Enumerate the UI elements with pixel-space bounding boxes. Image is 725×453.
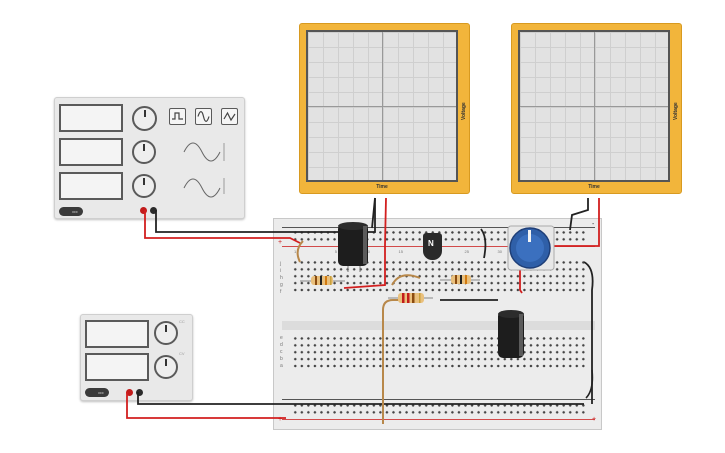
current-display xyxy=(85,353,149,381)
bottom-rail-holes xyxy=(292,402,587,416)
offset-knob[interactable] xyxy=(132,174,156,198)
oscilloscope-left[interactable]: Time Voltage xyxy=(299,23,470,194)
resistor-left xyxy=(300,276,345,285)
scope-right-black-probe xyxy=(569,198,589,231)
resistor-center xyxy=(388,293,433,303)
black-jumper-right xyxy=(480,228,487,259)
sine-wave-icon xyxy=(197,111,210,122)
row-i: i xyxy=(280,268,282,274)
fg-black-wire xyxy=(155,198,376,233)
black-jumper-bottom xyxy=(585,369,594,399)
sine-wave-button[interactable] xyxy=(195,108,212,125)
power-switch[interactable]: OFF xyxy=(85,388,109,397)
dc-red-wire xyxy=(126,392,286,419)
frequency-knob[interactable] xyxy=(132,106,157,131)
time-axis-label: Time xyxy=(376,184,388,190)
npn-transistor[interactable]: N xyxy=(423,233,442,260)
scope-screen xyxy=(518,30,670,182)
square-wave-button[interactable] xyxy=(169,108,186,125)
cc-indicator-label: CC xyxy=(179,319,185,324)
row-c: c xyxy=(280,349,283,355)
row-e: e xyxy=(280,335,283,341)
offset-display xyxy=(59,172,123,200)
time-axis-label: Time xyxy=(588,184,600,190)
lower-terminal-holes xyxy=(292,335,587,369)
row-b: b xyxy=(280,356,283,362)
dc-black-wire xyxy=(137,392,584,405)
col-1: 1 xyxy=(294,249,297,254)
row-letters-top: j i h g f xyxy=(280,261,286,296)
power-switch-label: OFF xyxy=(98,391,104,395)
negative-terminal[interactable] xyxy=(150,207,157,214)
scope-left-red-probe xyxy=(343,197,387,289)
voltage-knob[interactable] xyxy=(154,321,178,345)
positive-terminal[interactable] xyxy=(126,389,133,396)
power-switch-label: OFF xyxy=(72,210,78,214)
electrolytic-capacitor-top xyxy=(338,222,368,272)
brown-jumper-top xyxy=(391,274,421,286)
row-a: a xyxy=(280,363,283,369)
amplitude-knob[interactable] xyxy=(132,140,156,164)
row-d: d xyxy=(280,342,283,348)
fg-red-wire xyxy=(144,210,301,244)
voltage-display xyxy=(85,320,149,348)
electrolytic-capacitor-bottom xyxy=(498,310,524,358)
row-letters-bottom: e d c b a xyxy=(280,335,286,370)
row-g: g xyxy=(280,282,283,288)
row-h: h xyxy=(280,275,283,281)
resistor-right xyxy=(440,275,480,284)
triangle-wave-button[interactable] xyxy=(221,108,238,125)
cv-indicator-label: CV xyxy=(179,351,185,356)
brown-jumper-left xyxy=(296,240,304,263)
current-knob[interactable] xyxy=(154,355,178,379)
col-30: 30 xyxy=(497,249,502,254)
top-rail-plus-label: + xyxy=(278,239,283,246)
col-5: 5 xyxy=(334,249,337,254)
positive-terminal[interactable] xyxy=(140,207,147,214)
row-f: f xyxy=(280,289,282,295)
bottom-negative-rail-line xyxy=(282,399,595,400)
amplitude-display xyxy=(59,104,123,132)
brown-jumper-long xyxy=(382,299,410,424)
power-switch[interactable]: OFF xyxy=(59,207,83,216)
square-wave-icon xyxy=(172,112,183,120)
center-channel xyxy=(282,321,595,330)
frequency-display xyxy=(59,138,123,166)
transistor-label: N xyxy=(428,239,434,248)
bottom-positive-rail-line xyxy=(282,419,595,420)
bottom-rail-plus-label-right: + xyxy=(592,416,597,423)
row-j: j xyxy=(280,261,282,267)
oscilloscope-right[interactable]: Time Voltage xyxy=(511,23,682,194)
dc-power-supply[interactable]: CC CV OFF xyxy=(80,314,193,401)
scope-screen xyxy=(306,30,458,182)
black-jumper-rail xyxy=(583,261,594,404)
negative-terminal[interactable] xyxy=(136,389,143,396)
scope-left-black-probe xyxy=(371,197,376,229)
potentiometer xyxy=(507,225,555,271)
amplitude-wave-icon xyxy=(183,142,225,162)
top-rail-minus-label: - xyxy=(592,221,595,228)
offset-wave-icon xyxy=(183,178,225,198)
bottom-rail-plus-label: + xyxy=(278,416,283,423)
col-15: 15 xyxy=(398,249,403,254)
col-25: 25 xyxy=(464,249,469,254)
triangle-wave-icon xyxy=(223,111,236,122)
top-negative-rail-line xyxy=(282,227,595,228)
function-generator[interactable]: OFF xyxy=(54,97,245,219)
